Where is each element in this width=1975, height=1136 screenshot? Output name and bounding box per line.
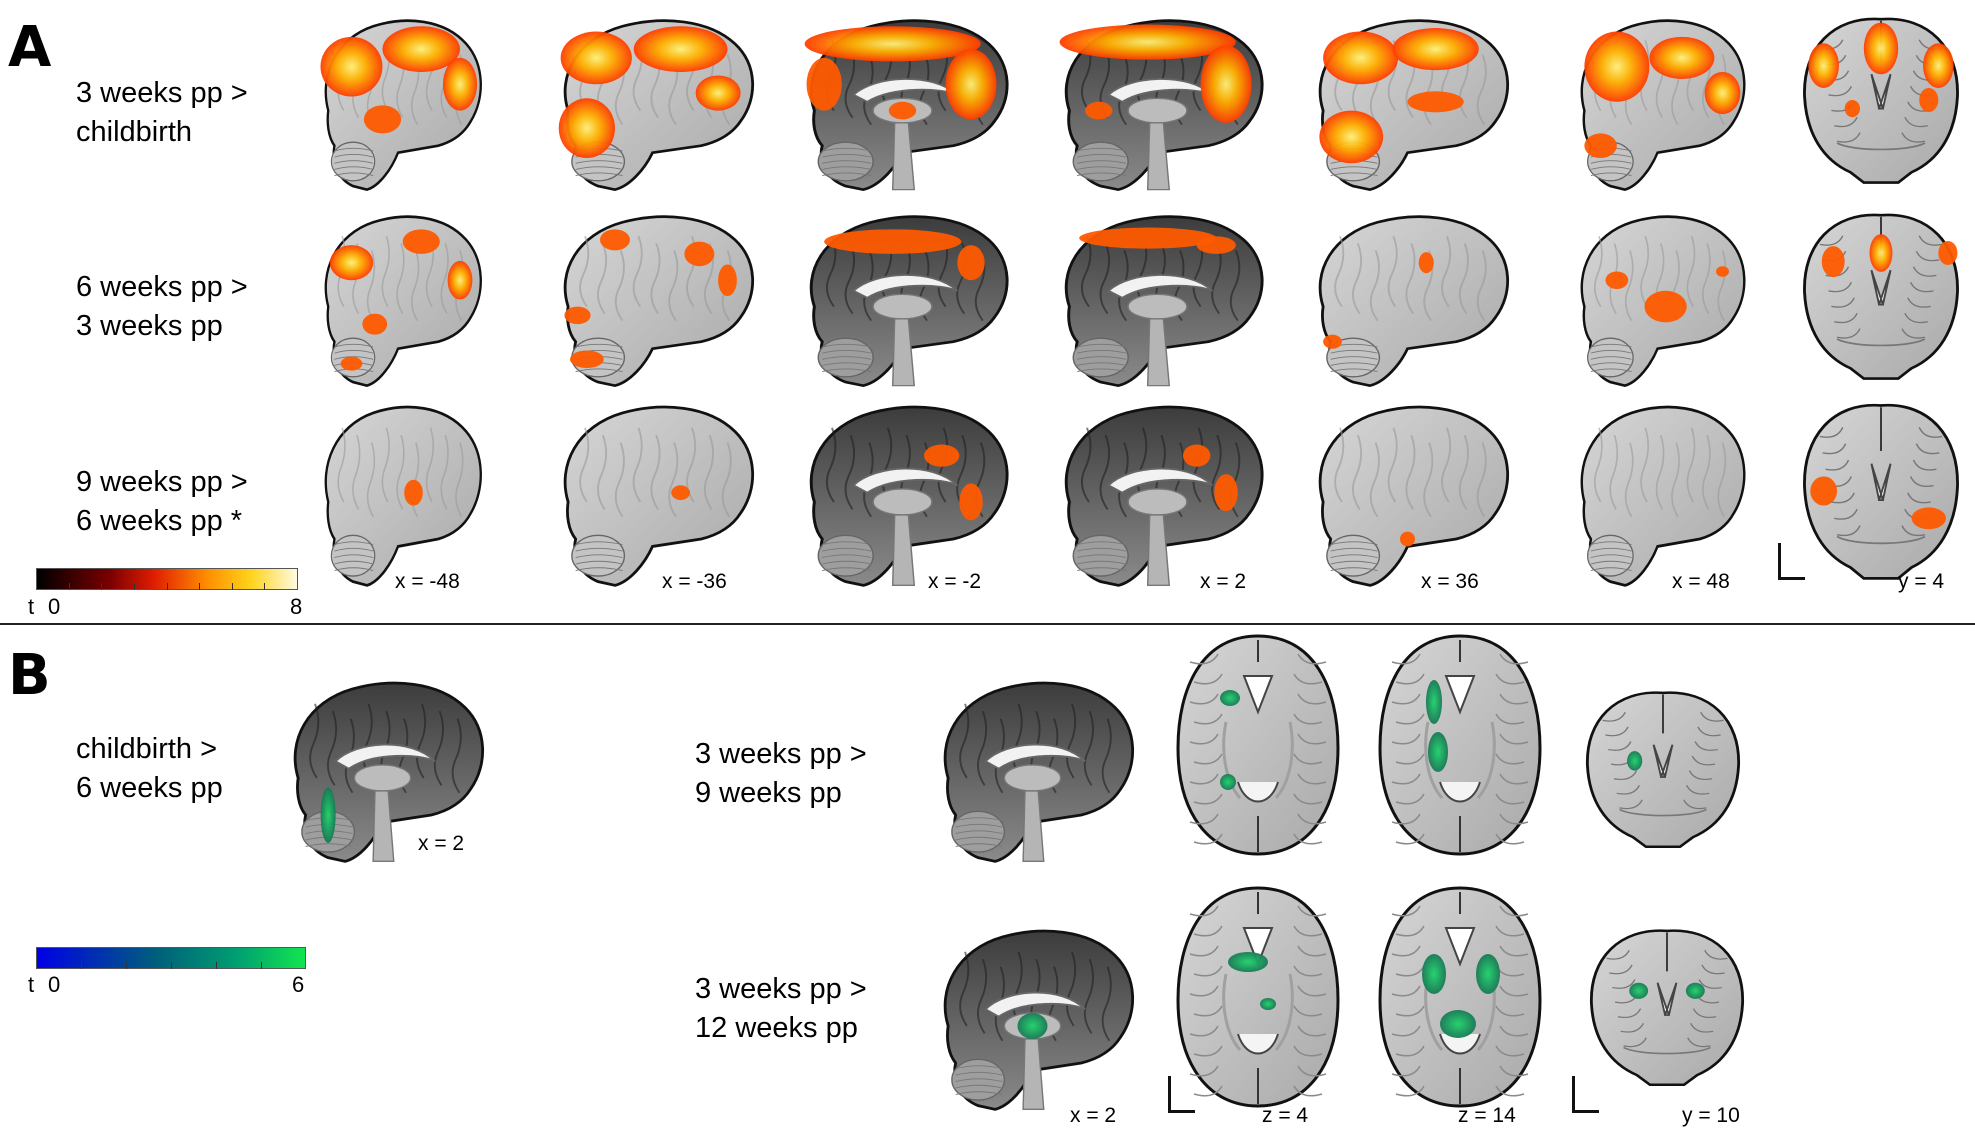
colorbar-min-label: 0 — [48, 594, 61, 619]
row-label-line2: childbirth — [76, 116, 193, 148]
brain-slice-coronal — [1582, 926, 1752, 1088]
brain-slice-sagittal — [305, 14, 491, 194]
row-label-line1: 3 weeks pp > — [76, 77, 248, 109]
coord-label: x = 36 — [1421, 570, 1479, 593]
brain-slice-sagittal — [1560, 14, 1755, 194]
colorbar-tick — [171, 962, 172, 969]
row-label-line2: 9 weeks pp — [695, 777, 842, 809]
colorbar-tick — [69, 583, 70, 590]
brain-slice-sagittal — [270, 676, 495, 866]
brain-slice-sagittal — [1560, 400, 1755, 590]
coord-label: x = -48 — [395, 570, 460, 593]
row-label-line1: 6 weeks pp > — [76, 271, 248, 303]
row-label-line1: 3 weeks pp > — [695, 738, 867, 770]
coord-label: z = 14 — [1458, 1104, 1516, 1127]
brain-slice-coronal — [1578, 688, 1748, 850]
brain-slice-sagittal — [920, 676, 1145, 866]
row-label-line2: 6 weeks pp * — [76, 505, 243, 537]
row-label-line2: 12 weeks pp — [695, 1012, 858, 1044]
colorbar-t-label: t — [28, 594, 35, 619]
brain-slice-axial — [1370, 632, 1550, 858]
brain-slice-sagittal — [1295, 14, 1520, 194]
coord-label: z = 4 — [1262, 1104, 1309, 1127]
colorbar-tick — [216, 962, 217, 969]
row-label-line1: 9 weeks pp > — [76, 466, 248, 498]
panel-b-row3-label: 3 weeks pp > 12 weeks pp — [695, 970, 867, 1048]
row-label-line1: 3 weeks pp > — [695, 973, 867, 1005]
coord-label: x = 48 — [1672, 570, 1730, 593]
colorbar-min-label: 0 — [48, 972, 61, 997]
colorbar-tick — [199, 583, 200, 590]
row-label-line2: 3 weeks pp — [76, 310, 223, 342]
colorbar-max-label: 8 — [290, 594, 303, 619]
brain-slice-sagittal — [1295, 210, 1520, 390]
brain-slice-sagittal — [305, 400, 491, 590]
panel-a-label: A — [8, 15, 52, 80]
orientation-marker-icon — [1778, 543, 1807, 580]
brain-slice-sagittal — [540, 210, 765, 390]
coord-label: x = 2 — [418, 832, 465, 855]
colorbar-tick — [81, 962, 82, 969]
brain-slice-sagittal — [305, 210, 491, 390]
orientation-marker-icon — [1168, 1076, 1197, 1113]
row-label-line1: childbirth > — [76, 733, 218, 765]
row-label-line2: 6 weeks pp — [76, 772, 223, 804]
colorbar-tick — [134, 583, 135, 590]
coord-label: x = 2 — [1200, 570, 1247, 593]
brain-slice-sagittal — [785, 14, 1020, 194]
brain-slice-axial — [1168, 632, 1348, 858]
colorbar-tick — [126, 962, 127, 969]
brain-slice-coronal — [1795, 210, 1967, 382]
panel-b-label: B — [8, 643, 51, 708]
coord-label: x = -36 — [662, 570, 727, 593]
brain-slice-axial — [1370, 884, 1550, 1110]
brain-slice-sagittal — [540, 14, 765, 194]
colorbar-tick — [101, 583, 102, 590]
brain-slice-sagittal — [785, 400, 1020, 590]
panel-a-row1-label: 3 weeks pp > childbirth — [76, 74, 248, 152]
brain-slice-sagittal — [1560, 210, 1755, 390]
colorbar-tick — [232, 583, 233, 590]
panel-divider — [0, 623, 1975, 625]
coord-label: x = 2 — [1070, 1104, 1117, 1127]
brain-slice-coronal — [1795, 400, 1967, 582]
colorbar-tick — [167, 583, 168, 590]
colorbar-max-label: 6 — [292, 972, 305, 997]
brain-slice-sagittal — [785, 210, 1020, 390]
colorbar-tick — [264, 583, 265, 590]
brain-slice-sagittal — [1040, 400, 1275, 590]
coord-label: y = 4 — [1898, 570, 1945, 593]
colorbar-t-label: t — [28, 972, 35, 997]
panel-b-row2-label: 3 weeks pp > 9 weeks pp — [695, 735, 867, 813]
coord-label: x = -2 — [928, 570, 982, 593]
coord-label: y = 10 — [1682, 1104, 1740, 1127]
panel-a-row2-label: 6 weeks pp > 3 weeks pp — [76, 268, 248, 346]
brain-slice-sagittal — [920, 924, 1145, 1114]
brain-slice-coronal — [1795, 14, 1967, 186]
orientation-marker-icon — [1572, 1076, 1601, 1113]
brain-slice-axial — [1168, 884, 1348, 1110]
panel-b-row1-label: childbirth > 6 weeks pp — [76, 730, 223, 808]
brain-slice-sagittal — [1040, 14, 1275, 194]
brain-slice-sagittal — [540, 400, 765, 590]
colorbar-tick — [261, 962, 262, 969]
panel-a-row3-label: 9 weeks pp > 6 weeks pp * — [76, 463, 248, 541]
brain-slice-sagittal — [1295, 400, 1520, 590]
brain-slice-sagittal — [1040, 210, 1275, 390]
